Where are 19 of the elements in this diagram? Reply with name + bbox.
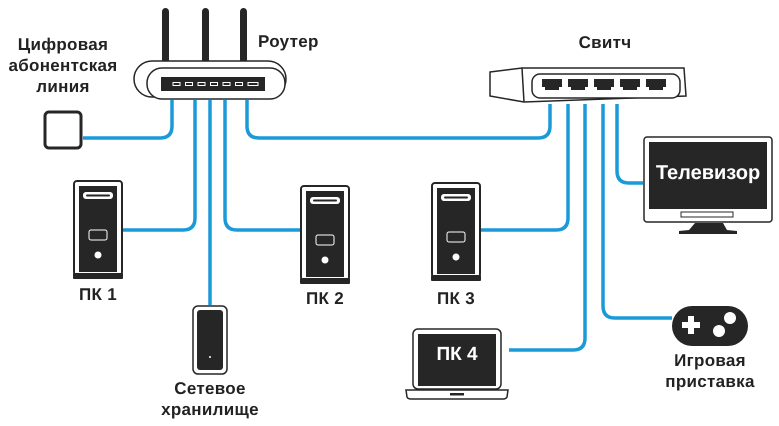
network-cable (123, 100, 197, 232)
network-cable (83, 100, 174, 140)
screen-label: ПК 4 (435, 343, 479, 367)
device-label: ПК 2 (305, 288, 345, 309)
network-cable (223, 100, 300, 232)
device-label: ПК 1 (78, 284, 118, 305)
device-label: Цифровая абонентская линия (7, 34, 119, 97)
network-cable (601, 104, 672, 320)
device-label: ПК 3 (436, 288, 476, 309)
screen-label: Телевизор (654, 161, 762, 185)
device-label: Свитч (578, 32, 632, 53)
network-cable (245, 100, 552, 140)
device-label: Игровая приставка (664, 350, 756, 392)
device-label: Роутер (258, 31, 320, 52)
network-cable (509, 104, 587, 352)
network-cable (208, 100, 212, 305)
network-cable (615, 104, 643, 185)
device-label: Сетевое хранилище (160, 378, 260, 420)
network-cable (481, 104, 570, 232)
